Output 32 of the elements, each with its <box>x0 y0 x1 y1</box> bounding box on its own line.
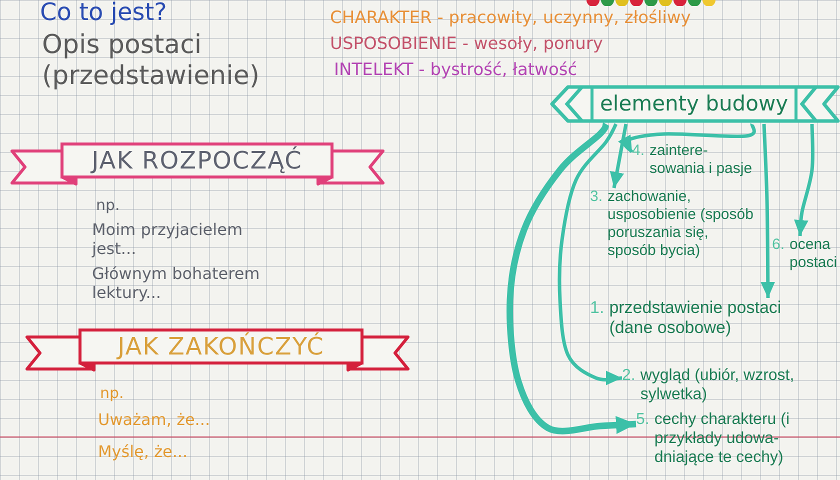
step-number: 5. <box>636 410 650 430</box>
trait-definition: USPOSOBIENIE - wesoły, ponury <box>330 34 603 54</box>
banner-heading: elementy budowy <box>600 91 788 117</box>
step-text: ocena postaci <box>790 236 838 272</box>
example-phrase: Głównym bohaterem lektury... <box>92 264 261 302</box>
banner-heading: JAK ZAKOŃCZYĆ <box>118 332 324 361</box>
arrow <box>610 124 628 188</box>
trait-definition: INTELEKT - bystrość, łatwość <box>334 60 578 80</box>
example-phrase: Moim przyjacielem jest... <box>92 220 244 258</box>
arrow <box>760 124 776 298</box>
trait-definition: CHARAKTER - pracowity, uczynny, złośliwy <box>330 8 691 28</box>
arrow <box>558 123 622 386</box>
subtitle-heading: Opis postaci (przedstawienie) <box>42 30 260 92</box>
arrow <box>616 124 756 154</box>
banner-heading: JAK ROZPOCZĄĆ <box>92 146 302 175</box>
step-text: wygląd (ubiór, wzrost, sylwetka) <box>640 366 796 404</box>
step-number: 3. <box>590 188 603 206</box>
example-intro: np. <box>100 384 124 402</box>
step-text: cechy charakteru (i przykłady udowa- dniające te cechy) <box>654 410 791 468</box>
arrow <box>506 123 636 434</box>
step-text: przedstawienie postaci (dane osobowe) <box>609 298 782 339</box>
example-phrase: Uważam, że... <box>98 410 210 430</box>
step-text: zaintere- sowania i pasje <box>650 142 754 178</box>
example-phrase: Myślę, że... <box>98 442 188 462</box>
step-number: 4. <box>632 142 645 160</box>
step-number: 2. <box>622 366 636 386</box>
arrow <box>794 124 814 236</box>
step-number: 1. <box>590 298 604 318</box>
example-intro: np. <box>96 196 120 214</box>
step-text: zachowanie, usposobienie (sposób poruszania się, sposób bycia) <box>608 188 754 260</box>
page-title: Co to jest? <box>40 0 167 27</box>
step-number: 6. <box>772 236 785 254</box>
